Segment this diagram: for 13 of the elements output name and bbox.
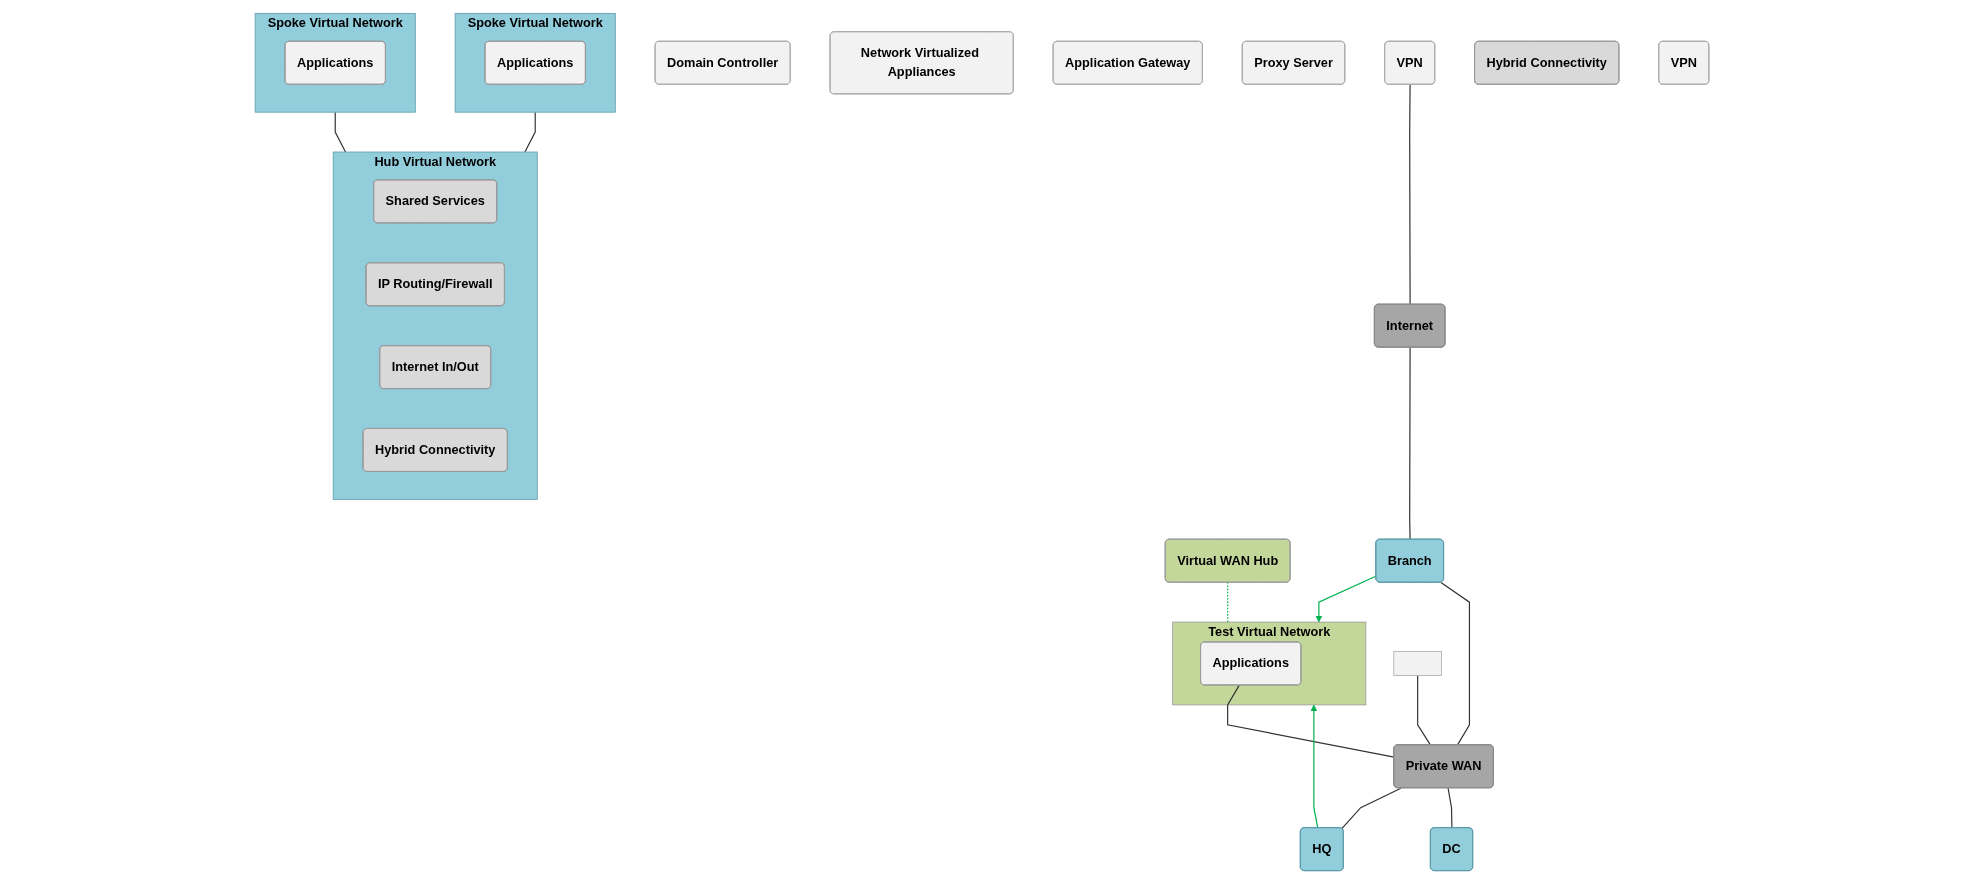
connector <box>1440 581 1471 746</box>
arrow <box>1310 704 1319 828</box>
connector <box>1417 674 1432 746</box>
connector <box>1409 346 1411 540</box>
arrow <box>1315 575 1377 622</box>
connector <box>334 111 347 153</box>
connector <box>1409 83 1411 305</box>
connector <box>1447 787 1453 829</box>
connector <box>1227 684 1395 758</box>
connector <box>1341 787 1402 829</box>
connector <box>524 111 536 153</box>
node-box <box>1393 650 1442 676</box>
connector <box>1227 581 1229 623</box>
